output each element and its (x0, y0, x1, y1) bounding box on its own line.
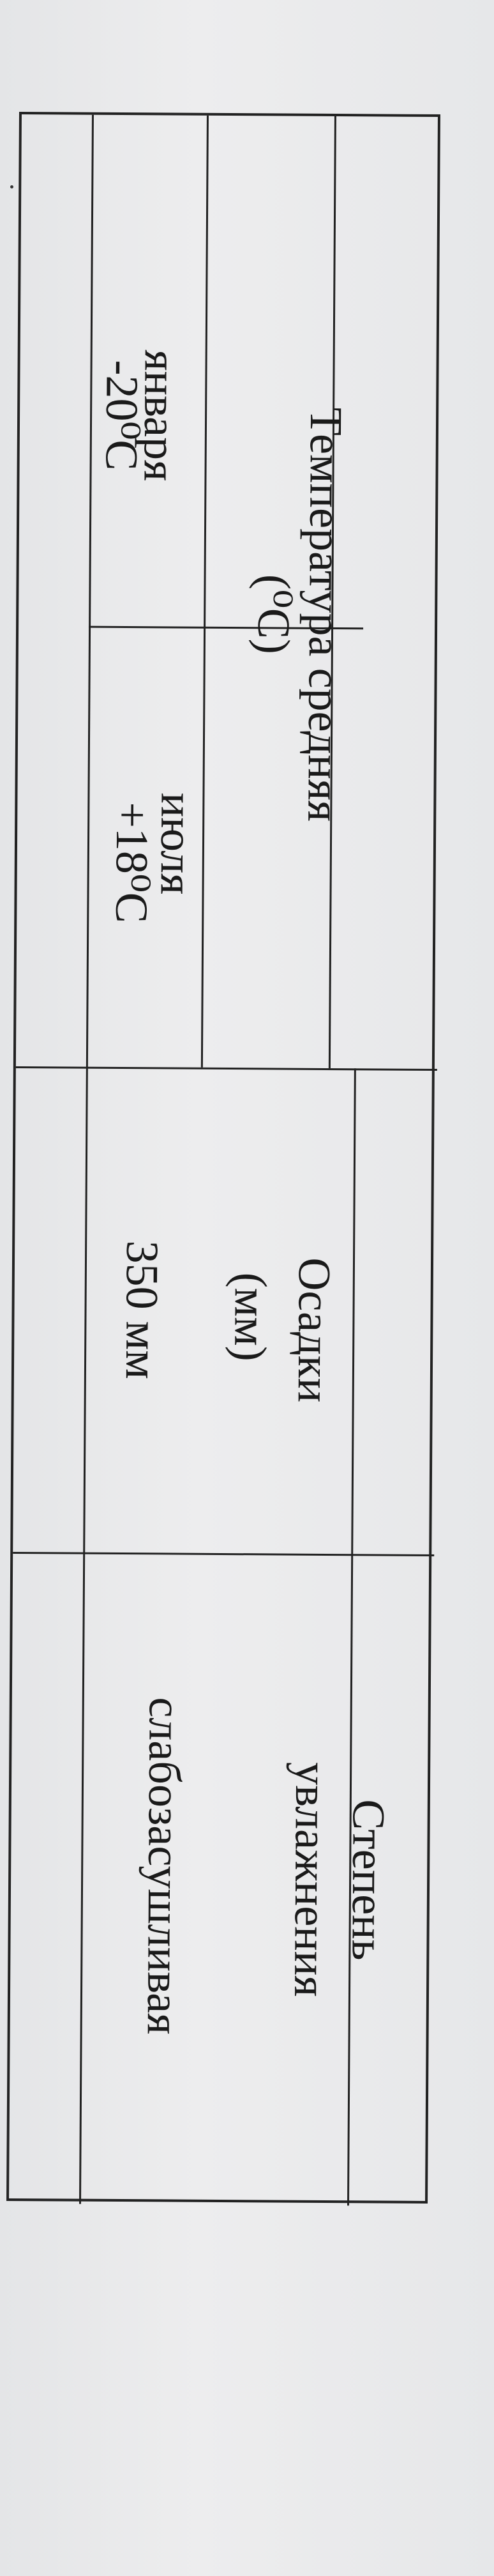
header-precipitation-unit: (мм) (225, 1272, 276, 1362)
value-precipitation: 350 мм (116, 1240, 168, 1380)
value-july-temp: +18⁰С (106, 802, 158, 924)
header-temperature-unit: (⁰С) (248, 574, 300, 655)
climate-table: Температура средняя (⁰С) Осадки (мм) Сте… (6, 112, 440, 2206)
header-precipitation: Осадки (288, 1257, 341, 1403)
divider-header-subheader (200, 115, 209, 1068)
header-moisture-line2: увлажнения (284, 1761, 338, 1997)
divider-temp-precip (15, 1066, 437, 1071)
value-moisture: слабозасушливая (137, 1697, 191, 2035)
dust-speck (10, 185, 13, 188)
value-january-temp: -20⁰С (96, 360, 148, 471)
divider-header-values (347, 1068, 356, 2206)
subheader-july: июля (151, 792, 203, 895)
header-temperature: Температура средняя (298, 407, 352, 822)
header-moisture: Степень (342, 1798, 394, 1961)
divider-precip-moisture (13, 1551, 435, 1557)
divider-left-col (79, 114, 94, 2204)
